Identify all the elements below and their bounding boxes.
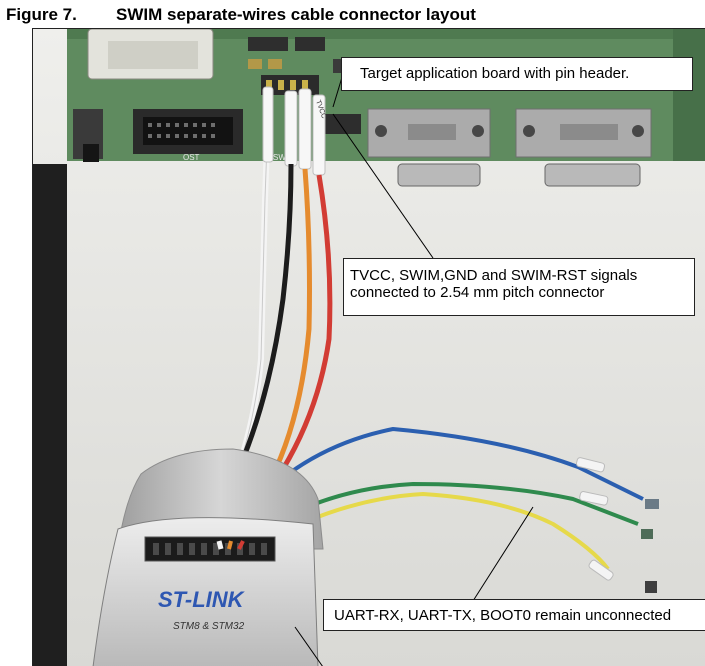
pointer-line-dongle <box>294 626 323 666</box>
callout-target-board: Target application board with pin header… <box>341 57 693 91</box>
cable-photo: OST SWI <box>33 29 705 666</box>
callout-signals: TVCC, SWIM,GND and SWIM-RST signals conn… <box>343 258 695 316</box>
pointer-line-signals <box>332 113 434 259</box>
figure-title: SWIM separate-wires cable connector layo… <box>116 5 476 24</box>
st-link-logo: ST-LINK <box>158 587 246 612</box>
figure-caption: Figure 7. SWIM separate-wires cable conne… <box>6 4 476 26</box>
callout-uart: UART-RX, UART-TX, BOOT0 remain unconnect… <box>323 599 705 631</box>
st-link-dongle: ST-LINK STM8 & STM32 <box>92 448 324 666</box>
callout-signals-line2: connected to 2.54 mm pitch connector <box>350 284 605 301</box>
db9-connector-left <box>367 108 491 187</box>
callout-target-board-text: Target application board with pin header… <box>360 65 630 82</box>
callout-signals-line1: TVCC, SWIM,GND and SWIM-RST signals <box>350 267 638 284</box>
figure-frame: OST SWI <box>32 28 705 666</box>
left-black-strip <box>33 164 67 666</box>
figure-number: Figure 7. <box>6 5 77 24</box>
target-board: OST SWI <box>67 29 705 187</box>
board-label-ost: OST <box>183 153 200 162</box>
st-link-model: STM8 & STM32 <box>173 621 245 632</box>
callout-uart-text: UART-RX, UART-TX, BOOT0 remain unconnect… <box>334 607 672 624</box>
db9-connector-right <box>515 108 652 187</box>
pointer-line-uart <box>472 506 534 602</box>
board-label-swi: SWI <box>273 153 288 162</box>
